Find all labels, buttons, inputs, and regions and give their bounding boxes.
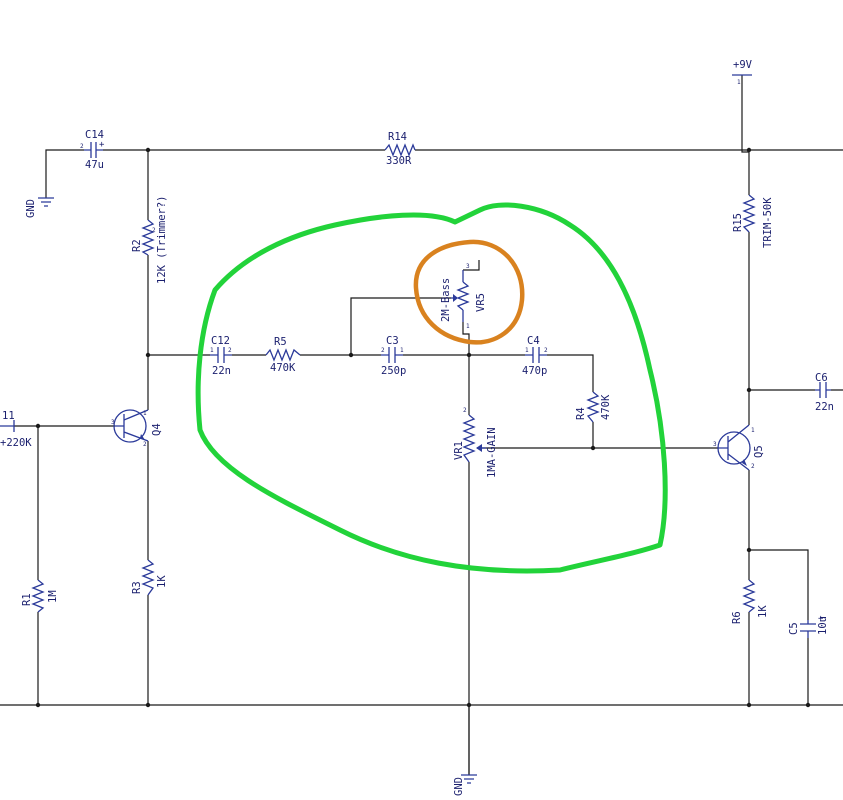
svg-text:2: 2 [381, 347, 385, 354]
resistor-r1: R1 1M [21, 579, 59, 613]
transistor-q4: 3 1 2 Q4 [111, 409, 163, 448]
capacitor-c5: + C5 10u [788, 614, 829, 638]
svg-text:3: 3 [111, 419, 115, 426]
q4-ref: Q4 [151, 423, 163, 436]
r4-ref: R4 [575, 407, 587, 420]
ground-symbol-left: GND [25, 197, 54, 218]
svg-text:+: + [99, 140, 105, 150]
r11-value: +220K [0, 437, 32, 449]
supply-label: +9V [733, 59, 753, 71]
resistor-r3: R3 1K [131, 559, 168, 596]
r6-ref: R6 [731, 611, 743, 624]
c12-ref: C12 [211, 335, 230, 347]
svg-text:2: 2 [80, 143, 84, 150]
c4-ref: C4 [527, 335, 540, 347]
gnd-bottom-label: GND [453, 777, 465, 796]
r14-value: 330R [386, 155, 412, 167]
c6-value: 22n [815, 401, 834, 413]
vr1-value: 1MA-GAIN [486, 427, 498, 478]
gnd-left-label: GND [25, 199, 37, 218]
potentiometer-vr1: 2 VR1 1MA-GAIN [453, 407, 498, 478]
ground-symbol-bottom: GND [453, 774, 477, 796]
resistor-r14: R14 330R [384, 131, 416, 167]
orange-highlight-circle [413, 239, 525, 345]
green-highlight-outline [195, 202, 668, 574]
junction-dots [35, 147, 811, 708]
c3-value: 250p [381, 365, 406, 377]
svg-text:3: 3 [713, 441, 717, 448]
resistor-r4: R4 470K [575, 391, 612, 423]
svg-text:2: 2 [152, 227, 156, 234]
svg-text:1: 1 [737, 79, 741, 86]
resistor-r15: R15 TRIM-50K [732, 194, 774, 248]
q5-ref: Q5 [753, 445, 765, 458]
r5-ref: R5 [274, 336, 287, 348]
r5-value: 470K [270, 362, 296, 374]
c12-value: 22n [212, 365, 231, 377]
resistor-r11: 11 +220K [0, 410, 32, 449]
capacitor-c3: 2 1 C3 250p [381, 335, 406, 377]
r15-value: TRIM-50K [762, 197, 774, 248]
r1-value: 1M [47, 590, 59, 603]
vr1-ref: VR1 [453, 441, 465, 460]
capacitor-c4: 1 2 C4 470p [522, 335, 548, 377]
capacitor-c12: 1 2 C12 22n [210, 335, 232, 377]
c14-value: 47u [85, 159, 104, 171]
resistor-r2: R2 12K (Trimmer?) 2 [131, 195, 168, 284]
c6-ref: C6 [815, 372, 828, 384]
vr5-ref: VR5 [475, 293, 487, 312]
r2-ref: R2 [131, 239, 143, 252]
c4-value: 470p [522, 365, 547, 377]
c3-ref: C3 [386, 335, 399, 347]
capacitor-c14: 2 + C14 47u [80, 129, 105, 171]
r3-ref: R3 [131, 581, 143, 594]
capacitor-c6: C6 22n [815, 372, 834, 413]
r2-value: 12K (Trimmer?) [156, 195, 168, 284]
svg-text:+: + [818, 614, 824, 624]
r11-ref: 11 [2, 410, 15, 422]
svg-text:2: 2 [143, 441, 147, 448]
vr5-value: 2M-Bass [440, 278, 452, 322]
potentiometer-vr5: 3 1 2M-Bass VR5 [440, 263, 487, 330]
svg-text:2: 2 [228, 347, 232, 354]
r4-value: 470K [600, 394, 612, 420]
svg-text:2: 2 [544, 347, 548, 354]
svg-text:2: 2 [751, 463, 755, 470]
c5-ref: C5 [788, 622, 800, 635]
svg-text:1: 1 [400, 347, 404, 354]
c5-value: 10u [817, 616, 829, 635]
supply-9v: +9V 1 [732, 59, 753, 86]
resistor-r5: R5 470K [265, 336, 301, 374]
svg-text:1: 1 [525, 347, 529, 354]
r15-ref: R15 [732, 213, 744, 232]
r14-ref: R14 [388, 131, 407, 143]
wires [0, 75, 843, 775]
resistor-r6: R6 1K [731, 579, 769, 624]
r6-value: 1K [757, 605, 769, 618]
svg-text:3: 3 [466, 263, 470, 270]
c14-ref: C14 [85, 129, 104, 141]
svg-text:1: 1 [143, 410, 147, 417]
transistor-q5: 3 1 2 Q5 [713, 424, 765, 471]
svg-text:2: 2 [463, 407, 467, 414]
svg-text:1: 1 [466, 323, 470, 330]
r1-ref: R1 [21, 593, 33, 606]
svg-text:1: 1 [751, 427, 755, 434]
r3-value: 1K [156, 575, 168, 588]
svg-text:1: 1 [210, 347, 214, 354]
